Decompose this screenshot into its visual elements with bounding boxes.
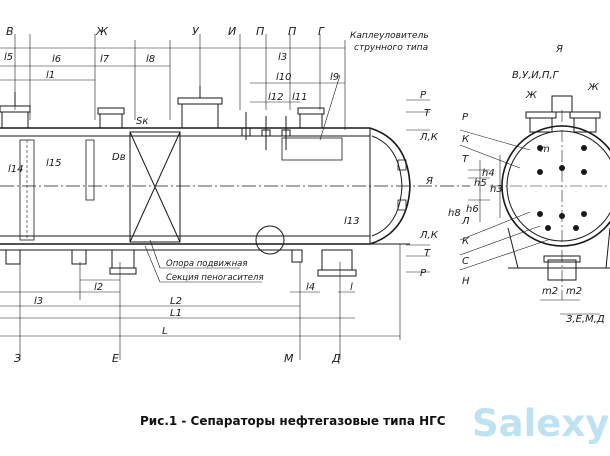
side-view: [459, 95, 610, 315]
bottom-label-m: М: [284, 352, 294, 365]
dim-l8: l8: [146, 54, 155, 65]
top-label-g: Г: [318, 25, 325, 38]
droplet-collector: [281, 137, 343, 161]
dim-l15: l15: [46, 158, 62, 169]
view-left-label-s: С: [462, 256, 469, 267]
figure-caption: Рис.1 - Сепараторы нефтегазовые типа НГС: [140, 414, 446, 428]
bottom-label-z: З: [14, 352, 21, 365]
dim-l2: l2: [94, 282, 103, 293]
dim-l1-top: l1: [46, 70, 55, 81]
view-height-h3: h3: [490, 184, 503, 195]
dim-l3-bottom: l3: [34, 296, 43, 307]
dim-l12: l12: [268, 92, 284, 103]
view-top-label-zh2: Ж: [587, 82, 600, 93]
dim-l3-top: l3: [278, 52, 287, 63]
top-label-u: У: [192, 25, 200, 38]
view-left-label-l: Л: [461, 216, 470, 227]
view-bottom-m2-left: m2: [542, 286, 558, 297]
view-label-ya: Я: [555, 44, 563, 55]
foam-section: [129, 131, 181, 243]
view-bottom-label: З,Е,М,Д: [566, 314, 605, 325]
note-movable-support: Опора подвижная: [166, 259, 247, 269]
dim-l6: l6: [52, 54, 61, 65]
right-label-r1: Р: [420, 90, 427, 101]
view-height-h8: h8: [448, 208, 461, 219]
bottom-nozzles: [5, 225, 357, 277]
dim-L2: L2: [170, 296, 182, 307]
top-label-v: В: [6, 25, 14, 38]
view-height-h4: h4: [482, 168, 495, 179]
top-dimension-lines: [0, 34, 346, 130]
note-foam-section: Секция пеногасителя: [166, 273, 264, 283]
right-label-ya: Я: [425, 176, 433, 187]
view-left-label-t: Т: [462, 154, 469, 165]
dim-l7: l7: [100, 54, 110, 65]
bottom-label-d: Д: [331, 352, 341, 365]
view-top-label-main: В,У,И,П,Г: [512, 70, 560, 81]
dim-L: L: [162, 326, 168, 337]
top-nozzles: [0, 86, 325, 150]
dim-sk: Sк: [136, 116, 148, 127]
view-left-label-k1: К: [462, 134, 470, 145]
view-height-h5: h5: [474, 178, 487, 189]
view-m-label: m: [540, 144, 550, 155]
right-label-t2: Т: [424, 248, 431, 259]
view-left-label-n: Н: [462, 276, 470, 287]
dim-l13: l13: [344, 216, 360, 227]
right-label-r2: Р: [420, 268, 427, 279]
view-bottom-m2-right: m2: [566, 286, 582, 297]
collector-note-line1: Каплеуловитель: [350, 31, 429, 41]
view-top-label-zh1: Ж: [525, 90, 538, 101]
dim-l11: l11: [292, 92, 308, 103]
view-left-label-r: Р: [462, 112, 469, 123]
view-left-label-k2: К: [462, 236, 470, 247]
dim-l5: l5: [4, 52, 13, 63]
dim-l: l: [350, 282, 353, 293]
bottom-dimension-lines: [0, 244, 401, 360]
top-label-zh: Ж: [95, 25, 109, 38]
side-view-nozzle-points: [537, 145, 587, 231]
dim-l10: l10: [276, 72, 292, 83]
right-label-lk2: Л,К: [419, 230, 439, 241]
dim-l4: l4: [306, 282, 315, 293]
dim-dv: Dв: [112, 152, 126, 163]
view-height-h6: h6: [466, 204, 479, 215]
dim-l14: l14: [8, 164, 24, 175]
dim-l9: l9: [330, 72, 339, 83]
dim-L1: L1: [170, 308, 182, 319]
right-label-lk1: Л,К: [419, 132, 439, 143]
top-label-p1: П: [256, 25, 264, 38]
top-label-p2: П: [288, 25, 296, 38]
top-label-i: И: [228, 25, 236, 38]
bottom-label-e: Е: [112, 352, 119, 365]
right-label-t1: Т: [424, 108, 431, 119]
collector-note-line2: струнного типа: [354, 43, 428, 53]
watermark-logo: Salexy: [472, 402, 610, 445]
